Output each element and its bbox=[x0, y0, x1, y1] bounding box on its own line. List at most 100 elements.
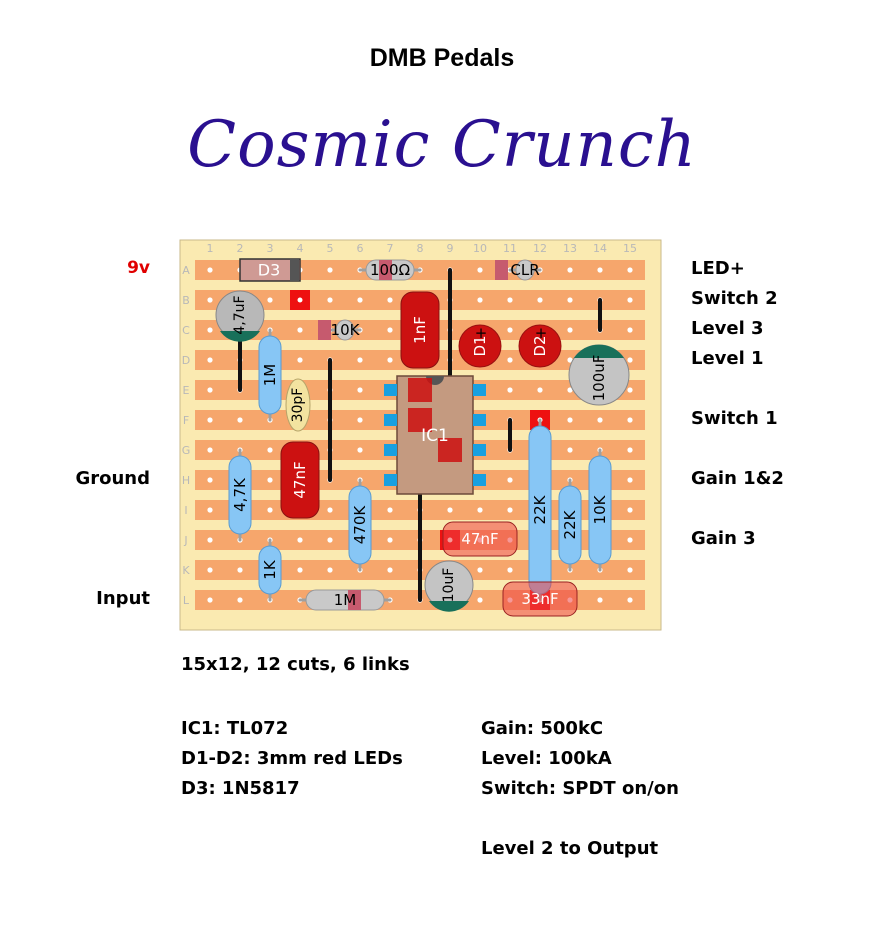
row-label: K bbox=[182, 564, 190, 577]
r1m-top-label: 1M bbox=[261, 364, 279, 387]
r470k-label: 470K bbox=[351, 505, 369, 545]
strip-hole bbox=[327, 297, 333, 303]
project-title: Cosmic Crunch bbox=[187, 108, 697, 182]
strip-hole bbox=[327, 507, 333, 513]
c33n-label: 33nF bbox=[521, 590, 558, 608]
column-label: 2 bbox=[237, 242, 244, 255]
left-label-ground: Ground bbox=[75, 468, 150, 489]
row-label: I bbox=[184, 504, 187, 517]
c100u-stripe bbox=[574, 344, 624, 358]
strip-hole bbox=[567, 327, 573, 333]
r1m-bot-body bbox=[305, 589, 385, 611]
ic1-pin bbox=[473, 384, 486, 396]
strip-hole bbox=[267, 447, 273, 453]
strip-hole bbox=[357, 297, 363, 303]
strip-hole bbox=[357, 387, 363, 393]
column-label: 7 bbox=[387, 242, 394, 255]
strip-hole bbox=[627, 297, 633, 303]
strip-hole bbox=[207, 537, 213, 543]
strip-hole bbox=[327, 267, 333, 273]
strip-hole bbox=[567, 267, 573, 273]
strip-hole bbox=[477, 597, 483, 603]
strip-hole bbox=[567, 417, 573, 423]
ic1-cut bbox=[408, 378, 432, 402]
r10k-b-label: 10K bbox=[591, 494, 609, 524]
ic1-pin bbox=[384, 414, 397, 426]
column-label: 1 bbox=[207, 242, 214, 255]
column-label: 10 bbox=[473, 242, 487, 255]
column-label: 13 bbox=[563, 242, 577, 255]
r4k7-body bbox=[228, 455, 252, 535]
note-switch: Switch: SPDT on/on bbox=[481, 778, 679, 799]
strip-hole bbox=[627, 387, 633, 393]
row-label: C bbox=[182, 324, 190, 337]
strip-hole bbox=[327, 537, 333, 543]
note-leds: D1-D2: 3mm red LEDs bbox=[181, 748, 403, 769]
right-label-level-3: Level 3 bbox=[691, 318, 764, 339]
c47n-h-body bbox=[442, 521, 518, 557]
strip-hole bbox=[267, 297, 273, 303]
c33n-body bbox=[502, 581, 578, 617]
c47n-v-label: 47nF bbox=[291, 461, 309, 498]
parts-notes-left: IC1: TL072 D1-D2: 3mm red LEDs D3: 1N581… bbox=[181, 714, 403, 804]
row-label: D bbox=[182, 354, 190, 367]
column-label: 5 bbox=[327, 242, 334, 255]
column-label: 3 bbox=[267, 242, 274, 255]
strip-hole bbox=[237, 567, 243, 573]
r100-band bbox=[379, 260, 392, 280]
r1k-label: 1K bbox=[261, 559, 279, 580]
r4k7-label: 4,7K bbox=[231, 477, 249, 512]
ic1-pin bbox=[384, 474, 397, 486]
c10u-label: 10uF bbox=[441, 568, 457, 603]
strip-hole bbox=[627, 357, 633, 363]
strip-hole bbox=[387, 357, 393, 363]
row-label: B bbox=[182, 294, 190, 307]
d2-body bbox=[518, 324, 562, 368]
c47n-h-label: 47nF bbox=[461, 530, 498, 548]
strip-hole bbox=[567, 447, 573, 453]
strip-hole bbox=[207, 327, 213, 333]
strip-hole bbox=[477, 267, 483, 273]
strip-hole bbox=[207, 477, 213, 483]
strip-hole bbox=[207, 417, 213, 423]
row-label: G bbox=[182, 444, 191, 457]
column-label: 11 bbox=[503, 242, 517, 255]
clr-band bbox=[495, 260, 508, 280]
ic1-label: IC1 bbox=[421, 426, 449, 446]
strip-hole bbox=[207, 357, 213, 363]
column-label: 14 bbox=[593, 242, 607, 255]
right-label-led-: LED+ bbox=[691, 258, 745, 279]
strip-hole bbox=[477, 507, 483, 513]
right-label-level-1: Level 1 bbox=[691, 348, 764, 369]
ic1-pin bbox=[473, 474, 486, 486]
left-label-input: Input bbox=[96, 588, 150, 609]
strip-hole bbox=[597, 597, 603, 603]
r1m-bot-band bbox=[348, 590, 361, 610]
strip-hole bbox=[357, 357, 363, 363]
strip-hole bbox=[207, 597, 213, 603]
brand-title: DMB Pedals bbox=[369, 44, 515, 72]
r10k-c-body bbox=[335, 319, 355, 341]
strip-hole bbox=[327, 567, 333, 573]
strip-hole bbox=[207, 267, 213, 273]
right-label-gain-3: Gain 3 bbox=[691, 528, 756, 549]
row-label: F bbox=[183, 414, 189, 427]
strip-hole bbox=[267, 507, 273, 513]
strip-hole bbox=[297, 567, 303, 573]
d2-label: D2 bbox=[531, 335, 549, 356]
r470k-body bbox=[348, 485, 372, 565]
d3-body bbox=[239, 258, 301, 282]
strip-hole bbox=[507, 567, 513, 573]
strip-hole bbox=[297, 357, 303, 363]
strip-hole bbox=[387, 327, 393, 333]
strip-hole bbox=[447, 507, 453, 513]
strip-hole bbox=[597, 267, 603, 273]
c1nf-body bbox=[400, 291, 440, 369]
board-summary: 15x12, 12 cuts, 6 links bbox=[181, 654, 410, 675]
clr-body bbox=[515, 259, 535, 281]
d1-label: D1 bbox=[471, 335, 489, 356]
column-label: 9 bbox=[447, 242, 454, 255]
